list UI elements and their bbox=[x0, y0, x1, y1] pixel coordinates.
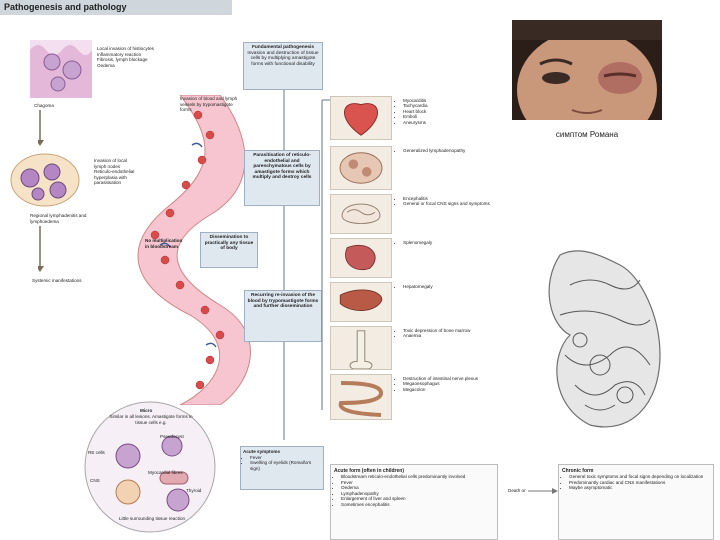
chagoma-label: Chagoma bbox=[34, 103, 54, 108]
acute-form-item: Fever bbox=[341, 480, 494, 486]
local-line: Inflammatory reaction bbox=[97, 51, 142, 57]
local-line: Local invasion of histiocytes bbox=[97, 46, 154, 51]
micro-circle bbox=[80, 400, 220, 534]
organ-finding-item: Myocarditis bbox=[403, 98, 503, 103]
organ-findings: Splenomegaly bbox=[396, 240, 503, 245]
acute-form-item: Bloodstream reticulo-endothelial cells p… bbox=[341, 474, 494, 480]
page-title: Pathogenesis and pathology bbox=[0, 0, 232, 15]
chronic-form-box: Chronic form General toxic symptoms and … bbox=[558, 464, 714, 540]
organ-finding-item: Splenomegaly bbox=[403, 240, 503, 245]
blood-vessel-illustration bbox=[137, 95, 251, 405]
center-connectors bbox=[283, 90, 330, 440]
chronic-form-item: General toxic symptoms and focal signs d… bbox=[569, 474, 710, 480]
micro-title: Micro bbox=[140, 408, 153, 413]
acute-form-box: Acute form (often in children) Bloodstre… bbox=[330, 464, 498, 540]
organ-finding-item: Anaemia bbox=[403, 333, 503, 338]
chronic-form-item: Maybe asymptomatic bbox=[569, 485, 710, 491]
lymph-node-illustration bbox=[8, 150, 82, 210]
photo-caption: симптом Романа bbox=[555, 130, 619, 139]
organ-finding-item: Tachycardia bbox=[403, 103, 503, 108]
local-line: Oedema bbox=[97, 62, 115, 68]
organ-image bbox=[330, 374, 392, 420]
organ-finding-item: Encephalitis bbox=[403, 196, 503, 201]
fundamental-title: Fundamental pathogenesis bbox=[251, 45, 315, 50]
organ-findings: Destruction of intestinal nerve plexusMe… bbox=[396, 376, 503, 392]
acute-symptom-item: Fever bbox=[250, 455, 321, 461]
acute-symptom-item: Swelling of eyelids (Romaña's sign) bbox=[250, 460, 321, 471]
dissemination-text: Dissemination to practically any tissue … bbox=[204, 235, 254, 252]
organ-finding-item: Megacolon bbox=[403, 387, 503, 392]
organ-image bbox=[330, 96, 392, 140]
micro-subtitle: Similar in all lesions. Amastigote forms… bbox=[109, 414, 193, 425]
organ-image bbox=[330, 282, 392, 322]
micro-re-label: RE cells bbox=[88, 450, 105, 455]
regional-lymphadenitis: Regional lymphadenitis and lymphoedema bbox=[30, 213, 87, 224]
organ-image bbox=[330, 194, 392, 234]
node-line: lymph nodes bbox=[94, 163, 121, 169]
parasitisation-box: Parasitisation of reticulo-endothelial a… bbox=[244, 150, 320, 206]
organ-findings: Hepatomegaly bbox=[396, 284, 503, 289]
organ-finding-item: Hepatomegaly bbox=[403, 284, 503, 289]
fundamental-pathogenesis-box: Fundamental pathogenesis Invasion and de… bbox=[243, 42, 323, 90]
skin-illustration bbox=[30, 40, 92, 98]
organ-finding-item: Generalized lymphadenopathy bbox=[403, 148, 503, 153]
acute-symptoms-box: Acute symptoms Fever Swelling of eyelids… bbox=[240, 446, 324, 490]
systemic-manifestations: Systemic manifestations bbox=[32, 278, 82, 283]
local-invasion-text: Local invasion of histiocytes Inflammato… bbox=[97, 46, 187, 68]
death-arrow bbox=[528, 488, 558, 494]
node-line: parasitisation bbox=[94, 180, 122, 186]
organ-findings: Generalized lymphadenopathy bbox=[396, 148, 503, 153]
organ-image bbox=[330, 326, 392, 370]
organ-finding-item: Toxic depression of bone marrow bbox=[403, 328, 503, 333]
acute-form-item: Sometimes encephalitis bbox=[341, 502, 494, 508]
no-multiplication-text: No multiplication in bloodstream bbox=[145, 238, 183, 249]
acute-form-item: Enlargement of liver and spleen bbox=[341, 496, 494, 502]
node-line: Reticulo-endothelial bbox=[94, 169, 135, 175]
organ-findings: Toxic depression of bone marrowAnaemia bbox=[396, 328, 503, 339]
node-line: hyperplasia with bbox=[94, 174, 127, 180]
node-invasion-text: Invasion of local lymph nodes Reticulo-e… bbox=[94, 158, 158, 186]
acute-form-title: Acute form (often in children) bbox=[334, 468, 404, 474]
romana-sign-photo bbox=[512, 20, 662, 120]
micro-myocardial-label: Myocardial fibres bbox=[148, 470, 183, 475]
organ-image bbox=[330, 146, 392, 190]
chronic-form-item: Predominantly cardiac and CNS manifestat… bbox=[569, 480, 710, 486]
chronic-form-title: Chronic form bbox=[562, 468, 594, 474]
organ-finding-item: Emboli bbox=[403, 114, 503, 119]
intestine-illustration bbox=[530, 245, 670, 435]
parasitisation-text: Parasitisation of reticulo-endothelial a… bbox=[252, 153, 312, 181]
organ-finding-item: Heart block bbox=[403, 109, 503, 114]
organ-findings: MyocarditisTachycardiaHeart blockEmboliA… bbox=[396, 98, 503, 125]
organ-finding-item: Aneurysms bbox=[403, 120, 503, 125]
invasion-blood-text: Invasion of blood and lymph vessels by t… bbox=[180, 96, 238, 113]
organ-finding-item: Megaoesophagus bbox=[403, 381, 503, 386]
micro-thyroid-label: Thyroid bbox=[186, 488, 202, 493]
acute-form-item: Lymphadenopathy bbox=[341, 491, 494, 497]
organ-finding-item: General or focal CNS signs and symptoms bbox=[403, 201, 503, 206]
acute-form-item: Oedema bbox=[341, 485, 494, 491]
micro-pseudocyst-label: Pseudocyst bbox=[160, 434, 184, 439]
death-label: Death or bbox=[508, 488, 526, 493]
fundamental-body: Invasion and destruction of tissue cells… bbox=[247, 50, 319, 67]
organ-findings: EncephalitisGeneral or focal CNS signs a… bbox=[396, 196, 503, 207]
micro-footer: Little surrounding tissue reaction bbox=[118, 516, 186, 521]
recurring-text: Recurring re-invasion of the blood by tr… bbox=[247, 293, 319, 310]
organ-finding-item: Destruction of intestinal nerve plexus bbox=[403, 376, 503, 381]
dissemination-box: Dissemination to practically any tissue … bbox=[200, 232, 258, 268]
acute-symptoms-title: Acute symptoms bbox=[243, 449, 281, 454]
local-line: Fibrosis, lymph blockage bbox=[97, 57, 148, 63]
organ-image bbox=[330, 238, 392, 278]
node-line: Invasion of local bbox=[94, 158, 127, 163]
left-arrows bbox=[38, 110, 44, 272]
micro-cns-label: CNS bbox=[90, 478, 100, 483]
